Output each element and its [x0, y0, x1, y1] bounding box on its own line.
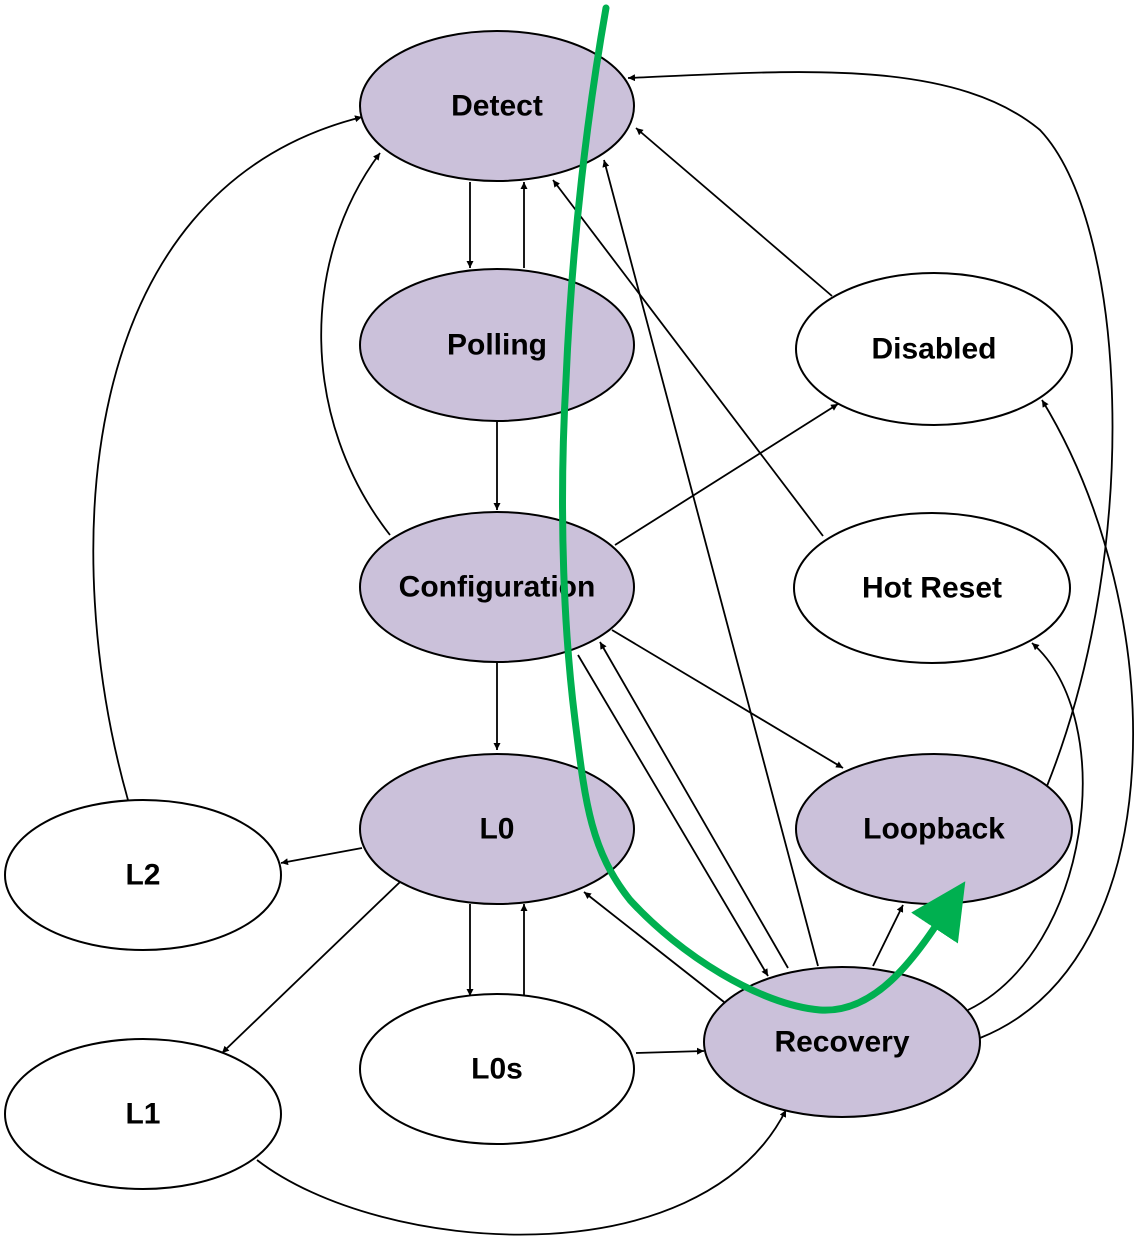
- edge-recovery-to-l0: [583, 891, 725, 1003]
- edge-configuration-to-recovery: [577, 654, 769, 977]
- edge-recovery-to-disabled: [979, 399, 1134, 1039]
- edge-loopback-to-detect: [627, 71, 1114, 787]
- state-l0: L0: [359, 753, 635, 905]
- edge-configuration-to-detect: [320, 152, 391, 536]
- edge-hot-reset-to-detect: [552, 179, 824, 537]
- edge-l0-to-l2: [280, 847, 363, 866]
- transition-edges: [92, 71, 1134, 1236]
- state-detect-shape: [359, 30, 635, 182]
- edge-recovery-to-hot-reset: [967, 642, 1084, 1011]
- state-l1-shape: [4, 1038, 282, 1190]
- state-configuration: Configuration: [359, 511, 635, 663]
- edge-l0s-to-recovery: [635, 1047, 705, 1055]
- edge-recovery-to-detect: [602, 159, 819, 967]
- edge-configuration-to-loopback: [611, 629, 844, 769]
- state-hot-reset: Hot Reset: [793, 512, 1071, 664]
- state-recovery-shape: [703, 966, 981, 1118]
- state-l0s-label: L0s: [471, 1053, 523, 1086]
- edge-recovery-to-loopback: [872, 904, 904, 967]
- state-detect: Detect: [359, 30, 635, 182]
- highlighted-path: [559, 4, 966, 1014]
- state-l0s-shape: [359, 993, 635, 1145]
- state-l0-shape: [359, 753, 635, 905]
- edge-recovery-to-configuration: [599, 641, 789, 969]
- state-l0-label: L0: [479, 813, 514, 846]
- state-disabled-label: Disabled: [871, 333, 996, 366]
- state-loopback: Loopback: [795, 753, 1073, 905]
- state-polling: Polling: [359, 268, 635, 422]
- state-l2-label: L2: [125, 859, 160, 892]
- state-l1-label: L1: [125, 1098, 160, 1131]
- state-detect-label: Detect: [451, 90, 543, 123]
- state-l2-shape: [4, 799, 282, 951]
- state-recovery-label: Recovery: [774, 1026, 909, 1059]
- state-nodes: Detect Polling Configuration L0 L0s Disa…: [4, 30, 1073, 1190]
- edge-l0-to-l1: [221, 881, 401, 1054]
- edge-l2-to-detect: [92, 115, 363, 801]
- state-l2: L2: [4, 799, 282, 951]
- state-hot-reset-label: Hot Reset: [862, 572, 1002, 605]
- state-disabled-shape: [795, 272, 1073, 426]
- state-polling-label: Polling: [447, 329, 547, 362]
- edge-configuration-to-disabled: [614, 403, 839, 546]
- state-loopback-label: Loopback: [863, 813, 1005, 846]
- state-l0s: L0s: [359, 993, 635, 1145]
- state-disabled: Disabled: [795, 272, 1073, 426]
- state-hot-reset-shape: [793, 512, 1071, 664]
- edge-l1-to-recovery: [256, 1109, 787, 1236]
- state-recovery: Recovery: [703, 966, 981, 1118]
- edge-disabled-to-detect: [635, 127, 833, 297]
- state-l1: L1: [4, 1038, 282, 1190]
